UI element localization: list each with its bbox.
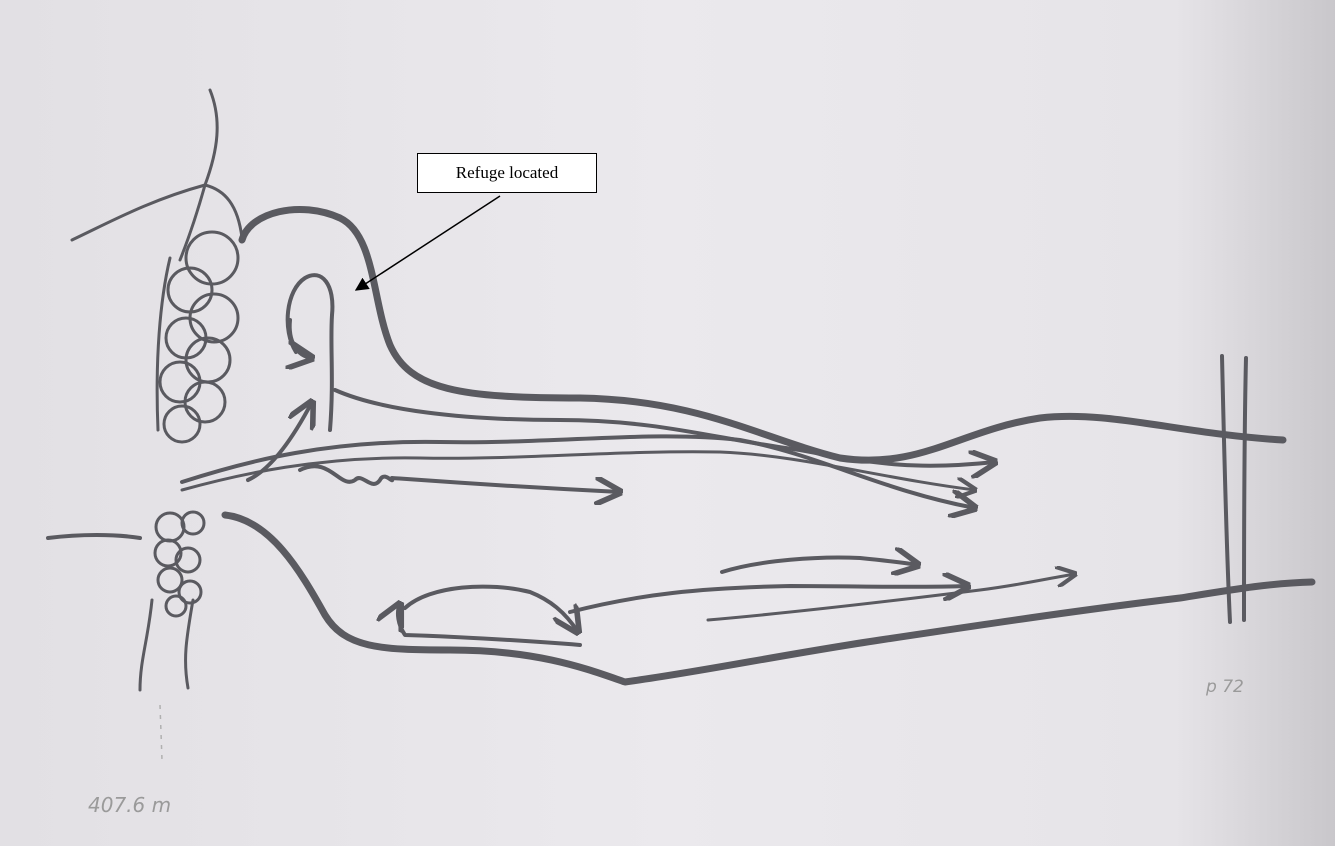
refuge-callout-box: Refuge located xyxy=(417,153,597,193)
refuge-callout-label: Refuge located xyxy=(456,163,558,183)
depth-note: 407.6 m xyxy=(88,793,171,817)
brattice-line-right xyxy=(1244,358,1246,620)
page-note: p 72 xyxy=(1205,677,1244,697)
